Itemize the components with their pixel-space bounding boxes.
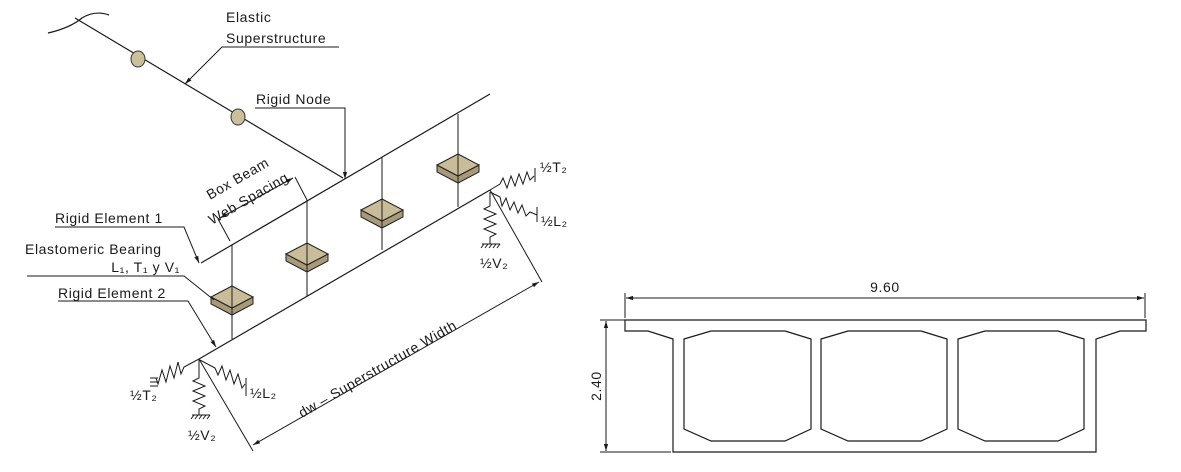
spring-label-t-left: ½T₂ [130, 387, 157, 403]
superstructure-width-dimension: dw – Superstructure Width [198, 189, 543, 452]
break-curve [47, 12, 110, 34]
height-dimension-label: 2.40 [588, 371, 604, 401]
rigid-node-callout: Rigid Node [255, 91, 348, 179]
girder-cell [683, 330, 812, 442]
left-callouts: Rigid Element 1 Elastomeric Bearing L₁, … [25, 210, 217, 348]
elastomeric-bearing [435, 153, 481, 184]
spring-end [150, 377, 158, 387]
box-girder-cross-section: 9.60 2.40 [588, 279, 1147, 453]
elastomeric-bearing [209, 285, 255, 316]
rigid-node-leader [255, 107, 348, 179]
elastomeric-bearing [284, 242, 330, 273]
spring-label-l-left: ½L₂ [250, 385, 277, 401]
rigid-element-2-line [198, 189, 491, 360]
superstructure-leader [184, 46, 339, 85]
spring-v-left [191, 360, 207, 415]
ground-hatch [190, 414, 211, 420]
right-support-springs: ½T₂ ½L₂ ½V₂ [480, 159, 568, 271]
web-spacing-dimension: Box Beam Web Spacing [204, 154, 308, 242]
rigid-element-2-label: Rigid Element 2 [58, 285, 166, 301]
superstructure-label: Superstructure [226, 30, 326, 46]
elastic-label: Elastic [226, 9, 271, 25]
superstructure-node [230, 108, 246, 126]
web-spacing-dimension-line [219, 177, 294, 219]
spring-v-right [482, 192, 498, 244]
ground-hatch [480, 243, 501, 249]
rigid-element-2-leader [58, 300, 217, 348]
width-dimension-line [252, 281, 540, 446]
elastomeric-bearing-leader [27, 275, 215, 301]
elastic-superstructure-line [74, 17, 344, 179]
bearing-springs-label: L₁, T₁ y V₁ [111, 259, 180, 275]
spring-t-left [155, 358, 200, 386]
width-dimension-label: 9.60 [870, 279, 900, 295]
spring-l-right [489, 191, 538, 217]
rigid-element-1-leader [55, 226, 200, 264]
extension-line [198, 358, 254, 452]
elastomeric-bearings [209, 153, 481, 316]
spring-label-t-right: ½T₂ [540, 159, 567, 175]
extension-line [217, 218, 231, 242]
extension-line [294, 176, 308, 201]
girder-cell [957, 330, 1085, 442]
elastomeric-bearing [359, 198, 405, 229]
spring-label-v-left: ½V₂ [188, 427, 216, 443]
superstructure-node [130, 50, 146, 68]
left-support-springs: ½T₂ ½L₂ ½V₂ [130, 358, 277, 443]
rigid-element-1-line [200, 93, 491, 264]
spring-t-right [489, 170, 535, 191]
elastomeric-bearing-label: Elastomeric Bearing [25, 241, 162, 257]
spring-l-left [199, 359, 246, 390]
spring-label-l-right: ½L₂ [541, 213, 568, 229]
spring-label-v-right: ½V₂ [480, 255, 508, 271]
extension-line [489, 189, 543, 283]
girder-cell [820, 330, 948, 442]
elastic-superstructure-group: Elastic Superstructure [47, 9, 344, 179]
girder-outline [624, 319, 1147, 453]
rigid-element-1-label: Rigid Element 1 [55, 210, 163, 226]
rigid-node-label: Rigid Node [256, 91, 331, 107]
width-dimension-label: dw – Superstructure Width [296, 317, 460, 421]
